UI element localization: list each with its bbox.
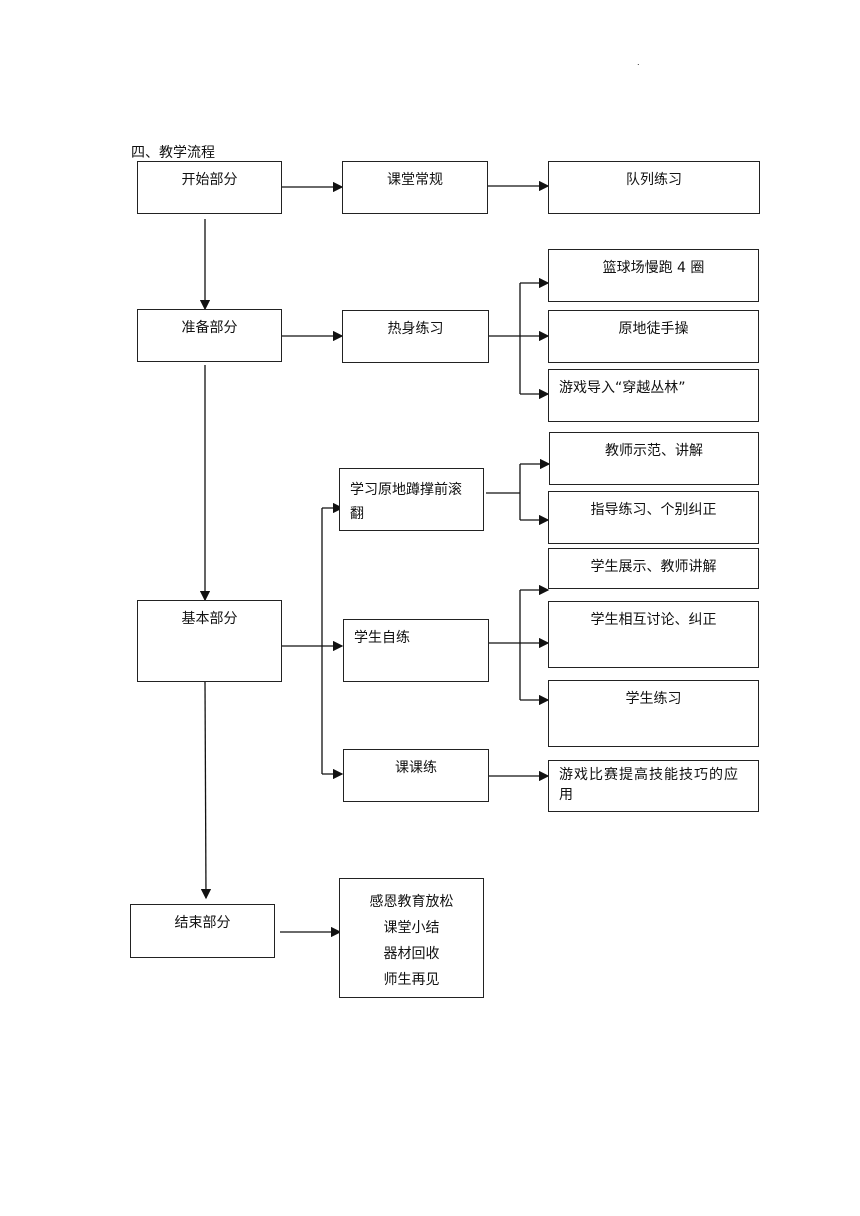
- stage-end-box: 结束部分: [130, 904, 275, 958]
- end-activities-box: 感恩教育放松 课堂小结 器材回收 师生再见: [339, 878, 484, 998]
- end-line: 感恩教育放松: [369, 894, 454, 910]
- stage-basic-label: 基本部分: [181, 611, 238, 627]
- self-practice-box: 学生自练: [343, 619, 489, 682]
- prep-item-box: 篮球场慢跑 4 圈: [548, 249, 759, 302]
- prep-item-label: 篮球场慢跑 4 圈: [602, 260, 705, 276]
- stage-start-label: 开始部分: [181, 172, 238, 188]
- end-line: 器材回收: [383, 946, 440, 962]
- learn-item-box: 教师示范、讲解: [549, 432, 759, 485]
- drill-label: 队列练习: [626, 172, 682, 188]
- warmup-label: 热身练习: [387, 321, 444, 337]
- prep-item-box: 游戏导入“穿越丛林”: [548, 369, 759, 422]
- end-line: 课堂小结: [383, 920, 440, 936]
- self-item-box: 学生相互讨论、纠正: [548, 601, 759, 668]
- self-item-label: 学生练习: [625, 691, 682, 707]
- class-drill-box: 课课练: [343, 749, 489, 802]
- stage-end-label: 结束部分: [174, 915, 231, 931]
- learn-label: 学习原地蹲撑前滚翻: [350, 482, 462, 522]
- prep-item-label: 游戏导入“穿越丛林”: [559, 380, 686, 396]
- section-title: 四、教学流程: [131, 145, 215, 161]
- class-drill-item-box: 游戏比赛提高技能技巧的应用: [548, 760, 759, 812]
- warmup-box: 热身练习: [342, 310, 489, 363]
- self-item-label: 学生展示、教师讲解: [590, 559, 717, 575]
- drill-box: 队列练习: [548, 161, 760, 214]
- learn-box: 学习原地蹲撑前滚翻: [339, 468, 484, 531]
- prep-item-label: 原地徒手操: [618, 321, 689, 337]
- learn-item-label: 教师示范、讲解: [605, 443, 703, 459]
- class-drill-label: 课课练: [395, 760, 437, 776]
- prep-item-box: 原地徒手操: [548, 310, 759, 363]
- self-item-box: 学生展示、教师讲解: [548, 548, 759, 589]
- stage-start-box: 开始部分: [137, 161, 282, 214]
- learn-item-label: 指导练习、个别纠正: [590, 502, 717, 518]
- self-item-box: 学生练习: [548, 680, 759, 747]
- learn-item-box: 指导练习、个别纠正: [548, 491, 759, 544]
- stage-prep-label: 准备部分: [181, 320, 238, 336]
- page-mark: .: [637, 58, 640, 67]
- routine-box: 课堂常规: [342, 161, 488, 214]
- routine-label: 课堂常规: [387, 172, 443, 188]
- self-practice-label: 学生自练: [354, 630, 410, 646]
- class-drill-item-label: 游戏比赛提高技能技巧的应用: [559, 767, 739, 803]
- end-line: 师生再见: [383, 972, 440, 988]
- stage-prep-box: 准备部分: [137, 309, 282, 362]
- stage-basic-box: 基本部分: [137, 600, 282, 682]
- self-item-label: 学生相互讨论、纠正: [590, 612, 717, 628]
